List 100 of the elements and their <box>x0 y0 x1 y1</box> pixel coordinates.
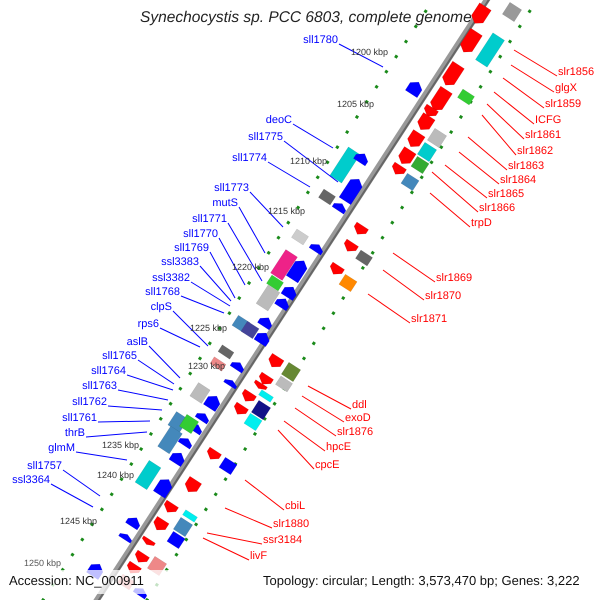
leader-line <box>368 294 410 324</box>
gene-label: cpcE <box>315 458 340 472</box>
scale-label: 1250 kbp <box>24 558 62 569</box>
gene-label: sll1773 <box>214 181 249 195</box>
leader-line <box>118 390 168 400</box>
leader-line <box>202 538 250 560</box>
info-text: Accession: NC_000911 <box>9 573 144 588</box>
leader-line <box>172 310 208 346</box>
gene-label: glgX <box>555 81 578 95</box>
leader-line <box>108 406 162 410</box>
gene-label: slr1862 <box>517 144 554 158</box>
gene-label: exoD <box>345 411 371 425</box>
gene-label: slr1870 <box>425 289 462 303</box>
leader-line <box>482 114 516 156</box>
scale-label: 1245 kbp <box>60 516 98 527</box>
scale-label: 1235 kbp <box>102 440 140 451</box>
leader-line <box>86 432 148 438</box>
gene-label: clpS <box>150 300 172 314</box>
gene-label: sll1763 <box>82 379 117 393</box>
leader-line <box>244 480 284 510</box>
gene-label: sll1774 <box>232 151 267 165</box>
gene-label: rps6 <box>138 317 159 331</box>
gene-label: sll1765 <box>102 349 137 363</box>
gene-label: slr1864 <box>500 173 536 187</box>
gene-label: sll1757 <box>27 459 62 473</box>
gene-label: slr1871 <box>411 312 448 326</box>
gene-label: slr1869 <box>436 271 472 285</box>
leader-line <box>180 296 224 314</box>
leader-line <box>308 386 352 410</box>
info-text: Topology: circular; Length: 3,573,470 bp; Genes: 3,222 <box>263 573 580 588</box>
leader-line <box>294 408 336 436</box>
gene-label: sll1761 <box>62 411 97 425</box>
gene-label: slr1866 <box>479 201 516 215</box>
gene-label: ssl3383 <box>161 255 199 269</box>
gene-label: sll1764 <box>91 364 126 378</box>
leader-line <box>382 270 424 300</box>
scale-label: 1205 kbp <box>337 99 374 110</box>
gene-label: sll1775 <box>248 130 283 144</box>
leader-line <box>126 374 174 390</box>
scale-label: 1225 kbp <box>190 323 228 334</box>
gene-label: ssr3184 <box>263 533 302 547</box>
gene-label: thrB <box>64 426 85 440</box>
map-title: Synechocystis sp. PCC 6803, complete genome <box>140 9 472 27</box>
leader-line <box>292 124 334 148</box>
gene-label: sll1770 <box>183 227 218 241</box>
gene-label: slr1856 <box>558 65 594 79</box>
leader-line <box>238 206 266 254</box>
scale-label: 1240 kbp <box>97 470 134 481</box>
gene-label: trpD <box>471 216 492 230</box>
gene-label: livF <box>250 549 268 563</box>
leader-line <box>228 222 262 282</box>
gene-label: sll1768 <box>145 285 180 299</box>
scale-label: 1210 kbp <box>290 156 328 167</box>
leader-line <box>302 396 344 422</box>
gene-label: sll1780 <box>303 33 338 47</box>
leader-line <box>458 152 500 184</box>
gene-label: slr1863 <box>508 159 544 173</box>
gene-label: sll1769 <box>174 241 209 255</box>
leader-line <box>250 192 284 228</box>
gene-label: deoC <box>266 113 292 127</box>
gene-label: mutS <box>212 196 238 210</box>
leader-line <box>284 420 326 452</box>
leader-line <box>278 430 314 470</box>
leader-line <box>98 420 150 422</box>
leader-line <box>432 172 478 212</box>
leader-line <box>160 328 200 348</box>
leader-line <box>284 140 338 182</box>
leader-line <box>468 136 508 170</box>
leader-line <box>200 266 232 302</box>
gene-label: ddl <box>352 398 367 412</box>
leader-line <box>50 484 94 508</box>
gene-label: ICFG <box>535 113 562 127</box>
gene-label: ssl3364 <box>12 473 50 487</box>
leader-line <box>206 532 262 544</box>
gene-label: sll1762 <box>72 395 107 409</box>
leader-line <box>444 164 488 198</box>
gene-label: cbiL <box>285 499 306 513</box>
gene-label: ssl3382 <box>152 271 190 285</box>
leader-line <box>392 252 436 282</box>
gene-label: slr1880 <box>273 517 310 531</box>
gene-label: hpcE <box>326 440 352 454</box>
leader-line <box>494 92 534 124</box>
leader-line <box>210 252 236 298</box>
gene-label: sll1771 <box>192 212 227 226</box>
gene-label: slr1861 <box>525 128 562 142</box>
leader-line <box>148 346 180 378</box>
scale-label: 1215 kbp <box>268 206 306 217</box>
leader-line <box>268 162 310 188</box>
leader-line <box>514 50 558 76</box>
gene-label: aslB <box>126 335 148 349</box>
gene-label: glmM <box>48 441 75 455</box>
leader-line <box>218 238 246 286</box>
gene-label: slr1876 <box>337 425 374 439</box>
leader-line <box>224 508 272 528</box>
leader-line <box>510 64 554 92</box>
leader-line <box>62 470 100 496</box>
leader-line <box>502 78 544 108</box>
scale-label: 1230 kbp <box>188 361 226 372</box>
leader-line <box>76 452 128 460</box>
leader-line <box>190 282 230 306</box>
